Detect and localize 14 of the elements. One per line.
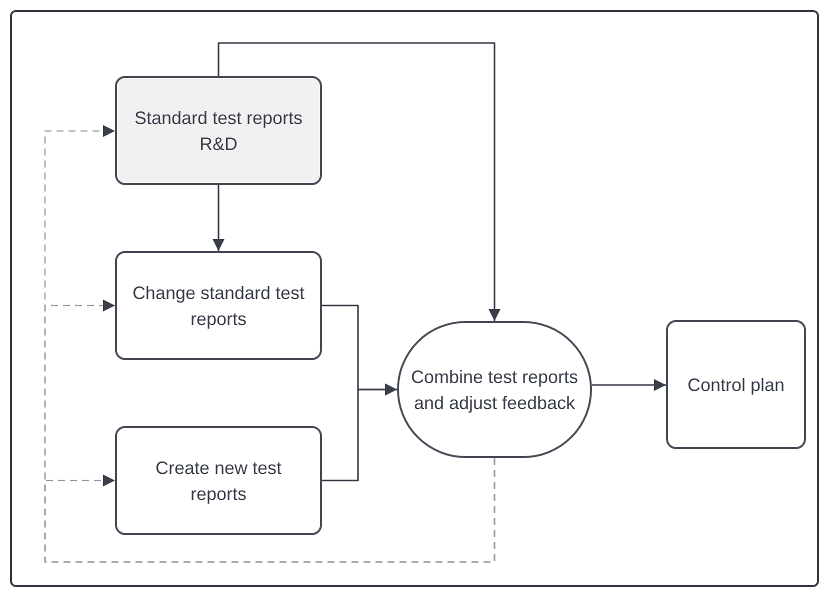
process-box (666, 320, 806, 449)
process-box (115, 76, 322, 185)
node-label: Standard test reports R&D (133, 106, 304, 156)
dashed-arrow (44, 458, 496, 563)
process-box (115, 251, 322, 360)
node-label: Control plan (687, 374, 785, 397)
arrow (592, 379, 666, 391)
arrow (322, 384, 397, 482)
node-label: Change standard test reports (131, 282, 306, 331)
arrow (212, 185, 224, 251)
node-label: Create new test reports (154, 456, 283, 506)
node-label: Combine test reports and adjust feedback (410, 366, 580, 415)
process-box (115, 426, 322, 535)
arrow (218, 42, 500, 321)
